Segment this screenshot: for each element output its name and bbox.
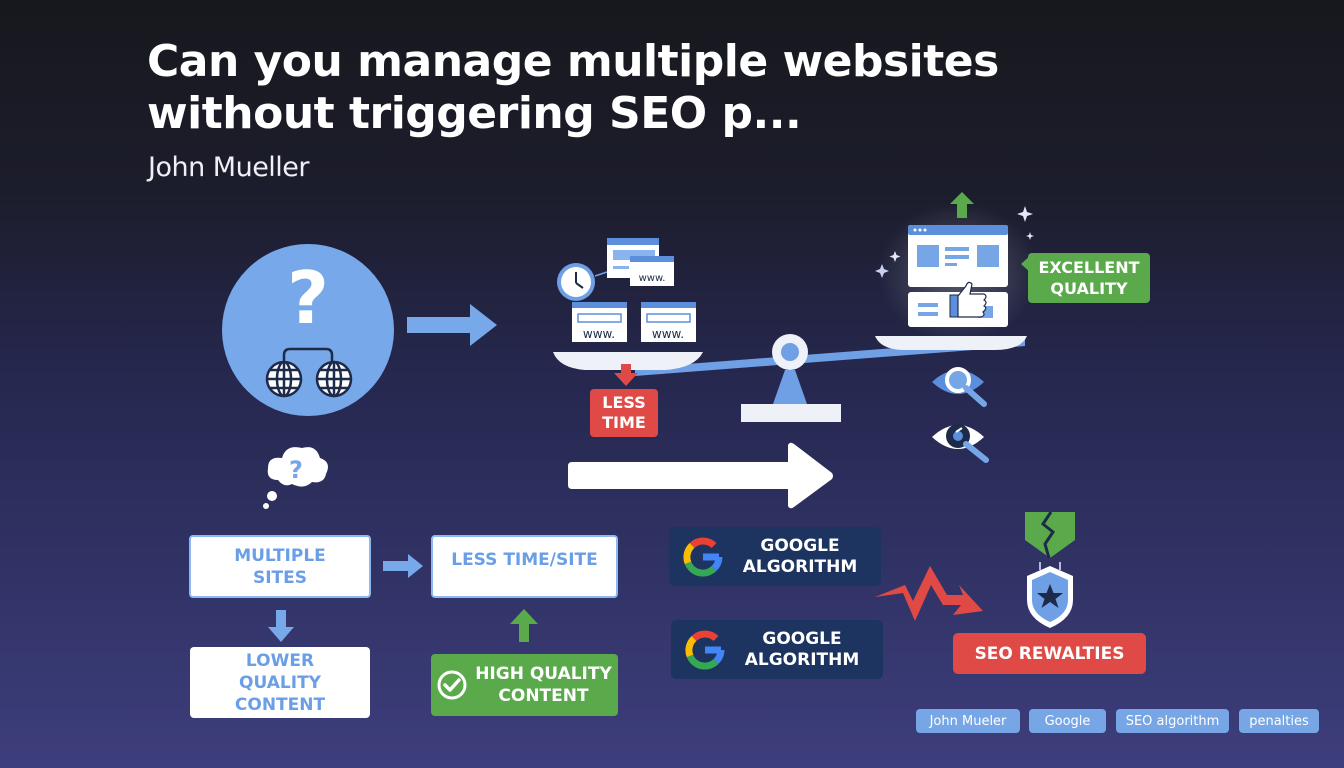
thought-bubble-icon: ? xyxy=(263,447,328,509)
less-time-line1: LESS xyxy=(602,393,646,412)
less-time-line2: TIME xyxy=(602,413,646,432)
arrow-right-icon xyxy=(383,554,423,578)
lower-quality-line2: QUALITY xyxy=(239,672,321,693)
browser-window-icon: www. xyxy=(641,302,696,342)
sparkle-icon xyxy=(1026,232,1034,240)
thumbs-up-icon xyxy=(949,281,987,318)
arrow-up-icon xyxy=(510,609,538,642)
google-card1-line1: GOOGLE xyxy=(760,535,840,556)
tag-penalties[interactable]: penalties xyxy=(1239,709,1319,733)
tag-seo-algorithm[interactable]: SEO algorithm xyxy=(1116,709,1229,733)
eye-target-icon xyxy=(932,424,989,463)
clock-icon xyxy=(557,263,608,301)
arrow-up-icon xyxy=(950,192,974,218)
browser-window-icon: www. xyxy=(630,256,674,286)
arrow-down-icon xyxy=(268,610,294,642)
arrow-down-icon xyxy=(614,364,638,386)
title-line-1: Can you manage multiple websites xyxy=(147,36,999,87)
excellent-line1: EXCELLENT xyxy=(1038,258,1140,277)
svg-text:www.: www. xyxy=(583,327,615,341)
sparkle-icon xyxy=(875,264,889,278)
quality-website-icon xyxy=(875,192,1038,338)
less-time-per-site-box: LESS TIME/SITE xyxy=(431,535,618,598)
tag-google[interactable]: Google xyxy=(1029,709,1106,733)
multiple-sites-line1: MULTIPLE xyxy=(234,545,326,566)
multiple-sites-box: MULTIPLE SITES xyxy=(189,535,371,598)
lower-quality-content-box: LOWER QUALITY CONTENT xyxy=(190,647,370,718)
sparkle-icon xyxy=(889,251,901,262)
google-card1-line2: ALGORITHM xyxy=(742,556,858,577)
google-card2-line2: ALGORITHM xyxy=(744,649,860,670)
less-time-badge: LESS TIME xyxy=(590,389,658,437)
excellent-quality-badge: EXCELLENT QUALITY xyxy=(1028,253,1150,303)
star-icon xyxy=(1037,584,1063,608)
lower-quality-line1: LOWER xyxy=(245,650,315,671)
seo-penalties-badge: SEO REWALTIES xyxy=(953,633,1146,674)
google-card2-line1: GOOGLE xyxy=(762,628,842,649)
author-name: John Mueller xyxy=(148,152,310,183)
multiple-sites-line2: SITES xyxy=(252,567,308,588)
high-quality-content-box: HIGH QUALITY CONTENT xyxy=(431,654,618,716)
arrow-right-icon xyxy=(407,304,497,346)
google-algorithm-card: GOOGLE ALGORITHM xyxy=(669,527,881,586)
less-time-per-site-label: LESS TIME/SITE xyxy=(451,550,598,570)
svg-text:?: ? xyxy=(289,456,303,484)
page-title: Can you manage multiple websites without… xyxy=(147,36,1047,140)
svg-text:?: ? xyxy=(287,256,329,340)
google-logo-icon xyxy=(683,537,723,577)
google-algorithm-card: GOOGLE ALGORITHM xyxy=(671,620,883,679)
broken-medal-shield-icon xyxy=(1025,511,1075,628)
sparkle-icon xyxy=(1017,206,1033,222)
balance-scale-icon: www. www. www. xyxy=(553,238,1027,422)
globe-icon xyxy=(315,360,353,398)
seo-penalties-label: SEO REWALTIES xyxy=(974,643,1125,664)
eye-search-icons xyxy=(932,367,989,463)
eye-magnifier-icon xyxy=(932,367,987,407)
question-globes-icon: ? xyxy=(222,244,394,416)
svg-text:www.: www. xyxy=(639,273,666,284)
high-quality-line2: CONTENT xyxy=(498,686,589,706)
google-logo-icon xyxy=(685,630,725,670)
high-quality-line1: HIGH QUALITY xyxy=(475,664,612,684)
big-arrow-right-icon xyxy=(568,442,833,509)
title-line-2: without triggering SEO p... xyxy=(147,88,802,139)
zigzag-arrow-icon xyxy=(875,566,983,621)
lower-quality-line3: CONTENT xyxy=(234,694,326,715)
excellent-line2: QUALITY xyxy=(1050,279,1128,298)
svg-text:www.: www. xyxy=(652,327,684,341)
checkmark-circle-icon xyxy=(437,670,467,700)
browser-window-icon: www. xyxy=(572,302,627,342)
globe-icon xyxy=(265,360,303,398)
tag-john-mueller[interactable]: John Mueler xyxy=(916,709,1020,733)
